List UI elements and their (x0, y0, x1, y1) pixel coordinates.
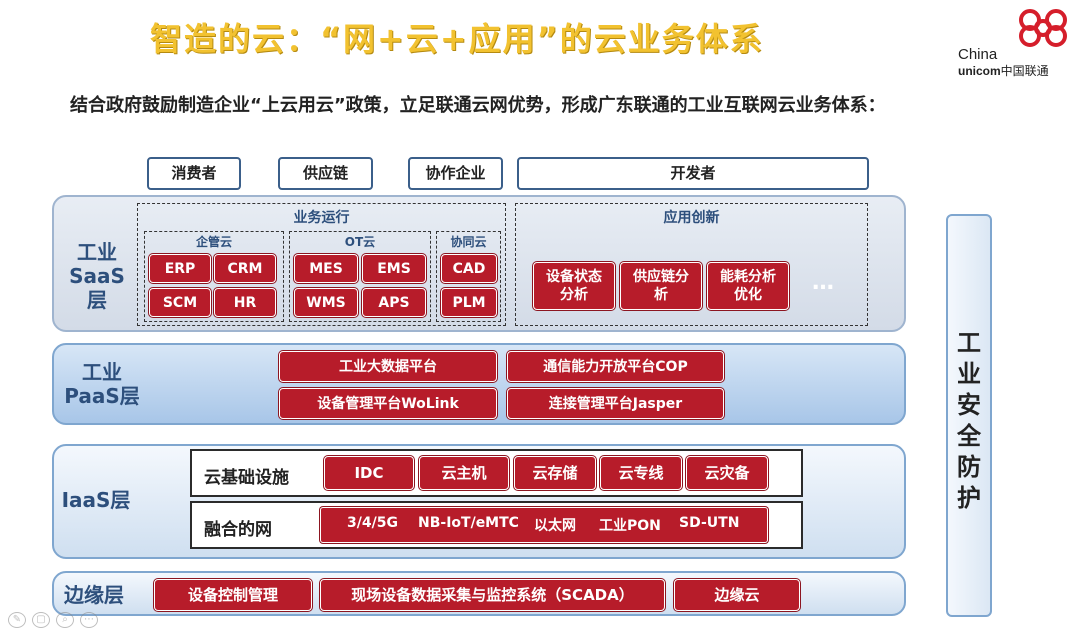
wolink-platform: 设备管理平台WoLink (279, 388, 497, 419)
iaas-layer-label: IaaS层 (61, 488, 131, 512)
device-control-block: 设备控制管理 (154, 579, 312, 611)
slides-icon[interactable]: ▢ (32, 612, 50, 628)
erp-block: ERP (149, 254, 211, 283)
hr-block: HR (214, 288, 276, 317)
cloud-infra-label: 云基础设施 (204, 468, 289, 488)
edge-cloud-block: 边缘云 (674, 579, 800, 611)
china-unicom-logo: China unicom中国联通 (956, 6, 1076, 78)
cloud-storage-block: 云存储 (514, 456, 596, 490)
converged-network-label: 融合的网 (204, 520, 272, 540)
logo-text-unicom: unicom中国联通 (958, 64, 1049, 78)
industrial-security-bar: 工业安全防护 (946, 214, 992, 617)
scm-block: SCM (149, 288, 211, 317)
cloud-line-block: 云专线 (600, 456, 682, 490)
slide-toolbar: ✎ ▢ ⌕ ⋯ (8, 612, 98, 628)
ot-cloud-title: OT云 (344, 235, 376, 249)
net-item-345g: 3/4/5G (347, 515, 398, 531)
enterprise-cloud-title: 企管云 (195, 235, 232, 249)
plm-block: PLM (441, 288, 497, 317)
wms-block: WMS (294, 288, 358, 317)
cad-block: CAD (441, 254, 497, 283)
net-item-ethernet: 以太网 (534, 518, 576, 534)
cloud-host-block: 云主机 (419, 456, 509, 490)
equipment-status-block: 设备状态分析 (533, 262, 615, 310)
user-partner: 协作企业 (408, 157, 503, 190)
energy-optimization-block: 能耗分析优化 (707, 262, 789, 310)
intro-text: 结合政府鼓励制造企业“上云用云”政策，立足联通云网优势，形成广东联通的工业互联网… (70, 95, 886, 116)
crm-block: CRM (214, 254, 276, 283)
business-run-title: 业务运行 (293, 210, 350, 226)
unicom-knot-icon (1019, 9, 1067, 47)
idc-block: IDC (324, 456, 414, 490)
cloud-dr-block: 云灾备 (686, 456, 768, 490)
business-run-group (137, 203, 506, 326)
enterprise-cloud-group (144, 231, 284, 322)
security-label: 工业安全防护 (957, 329, 981, 512)
network-bar: 3/4/5G NB-IoT/eMTC 以太网 工业PON SD-UTN (320, 507, 768, 543)
app-innovation-title: 应用创新 (663, 210, 720, 226)
more-apps-ellipsis: … (812, 270, 836, 295)
pen-icon[interactable]: ✎ (8, 612, 26, 628)
more-icon[interactable]: ⋯ (80, 612, 98, 628)
slide-title: 智造的云：“网+云+应用”的云业务体系 (150, 20, 764, 58)
user-consumer: 消费者 (147, 157, 241, 190)
net-item-pon: 工业PON (599, 518, 661, 534)
net-item-nbiot: NB-IoT/eMTC (418, 515, 519, 531)
aps-block: APS (362, 288, 426, 317)
edge-layer-label: 边缘层 (64, 583, 124, 607)
cop-platform: 通信能力开放平台COP (507, 351, 724, 382)
jasper-platform: 连接管理平台Jasper (507, 388, 724, 419)
collab-cloud-title: 协同云 (450, 235, 487, 249)
app-innovation-group (515, 203, 868, 326)
user-developer: 开发者 (517, 157, 869, 190)
scada-block: 现场设备数据采集与监控系统（SCADA） (320, 579, 665, 611)
ot-cloud-group (289, 231, 431, 322)
zoom-icon[interactable]: ⌕ (56, 612, 74, 628)
industrial-bigdata-platform: 工业大数据平台 (279, 351, 497, 382)
mes-block: MES (294, 254, 358, 283)
net-item-sdutn: SD-UTN (679, 515, 740, 531)
ems-block: EMS (362, 254, 426, 283)
user-supply-chain: 供应链 (278, 157, 373, 190)
collab-cloud-group (436, 231, 501, 322)
logo-text-china: China (958, 46, 998, 63)
supply-chain-analysis-block: 供应链分析 (620, 262, 702, 310)
